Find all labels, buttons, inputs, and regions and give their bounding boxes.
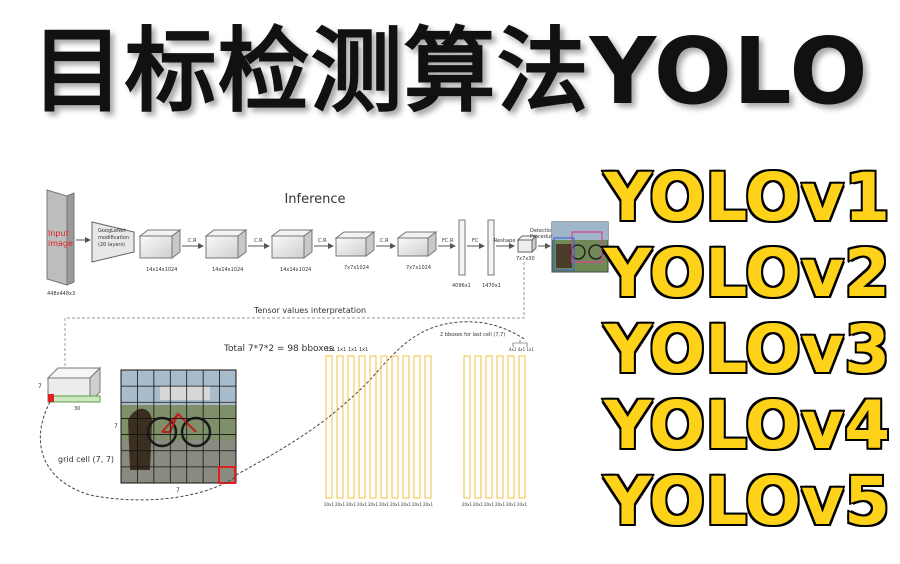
bbox-column-label: 20x1: [335, 502, 345, 507]
version-v1: YOLOv1: [602, 158, 891, 237]
bbox-column: [336, 355, 344, 499]
bbox-column: [358, 355, 366, 499]
col-top-label-4: 1x1: [359, 347, 368, 353]
version-v5: YOLOv5: [602, 462, 891, 541]
bbox-column: [485, 355, 493, 499]
block-size-3: 14x14x1024: [280, 267, 311, 273]
cr-label-1: C.R: [188, 238, 197, 244]
bbox-column-label: 20x1: [401, 502, 411, 507]
bbox-label: 2 bboxes for last cell (7,7): [440, 332, 505, 338]
bbox-column-label: 20x1: [423, 502, 433, 507]
inference-label: Inference: [284, 192, 345, 207]
cr-label-4: C.R: [380, 238, 389, 244]
bbox-column-label: 20x1: [506, 502, 516, 507]
bbox-column-label: 20x1: [390, 502, 400, 507]
grid-dim-left: 7: [114, 423, 118, 430]
bbox-column-label: 20x1: [484, 502, 494, 507]
bbox-column-label: 20x1: [324, 502, 334, 507]
output-tensor: 7x7x30: [516, 234, 538, 262]
tensor-cube: 7 30: [38, 366, 102, 412]
bbox-column: [507, 355, 515, 499]
bbox-column: [424, 355, 432, 499]
conv-block-4: 7x7x1024: [334, 231, 376, 271]
cr-label-2: C.R: [254, 238, 263, 244]
detection-output-image: [551, 221, 609, 273]
total-label: Total 7*7*2 = 98 bboxes: [223, 344, 334, 354]
fc-size-1: 4096x1: [452, 283, 471, 289]
versions-list: YOLOv1 YOLOv2 YOLOv3 YOLOv4 YOLOv5: [600, 158, 891, 541]
conv-block-1: 14x14x1024: [138, 229, 182, 273]
reshape-label: Reshape: [494, 238, 515, 244]
version-v4: YOLOv4: [602, 386, 891, 465]
conv-block-3: 14x14x1024: [270, 229, 314, 273]
bbox-columns-right: [463, 355, 526, 499]
bbox-column-label: 20x1: [412, 502, 422, 507]
block-size-4: 7x7x1024: [344, 265, 369, 271]
bbox-column: [518, 355, 526, 499]
detection-line2: Procedure: [530, 234, 555, 240]
bbox-column-label: 20x1: [495, 502, 505, 507]
bbox-columns-left: [325, 355, 432, 499]
fc-size-2: 1470x1: [482, 283, 501, 289]
version-v3: YOLOv3: [602, 310, 891, 389]
detection-line1: Detection: [530, 228, 554, 234]
input-label-line2: image: [48, 239, 73, 248]
cr-label-3: C.R: [318, 238, 327, 244]
bbox-column: [347, 355, 355, 499]
cube-dim: 7: [38, 383, 42, 390]
grid-image: 7 7: [114, 369, 237, 494]
googlenet-line2: modification: [98, 235, 129, 241]
grid-label: grid cell (7, 7): [58, 455, 114, 464]
grid-dim-bottom: 7: [176, 487, 180, 494]
bbox-column: [391, 355, 399, 499]
input-size: 448x448x3: [47, 291, 75, 297]
output-size: 7x7x30: [516, 256, 535, 262]
col-top-label-1: 1x1: [326, 347, 335, 353]
block-size-5: 7x7x1024: [406, 265, 431, 271]
bbox-column: [325, 355, 333, 499]
input-image-block: Input image 448x448x3: [46, 189, 75, 297]
bbox-column: [369, 355, 377, 499]
conv-block-5: 7x7x1024: [396, 231, 438, 271]
page-title: 目标检测算法YOLO: [31, 18, 869, 125]
fc-bar-1: [458, 219, 466, 276]
bbox-column-label: 20x1: [462, 502, 472, 507]
bbox-column: [380, 355, 388, 499]
googlenet-block: GoogLeNet modification (20 layers): [91, 221, 135, 263]
bbox-column: [463, 355, 471, 499]
bbox-column-label: 20x1: [346, 502, 356, 507]
block-size-2: 14x14x1024: [212, 267, 243, 273]
block-size-1: 14x14x1024: [146, 267, 177, 273]
bbox-column-label: 20x1: [357, 502, 367, 507]
cube-depth: 30: [74, 406, 80, 412]
fc-label: FC: [472, 238, 479, 244]
col-top-label-2: 1x1: [337, 347, 346, 353]
googlenet-line3: (20 layers): [98, 242, 125, 248]
col-top-label-3: 1x1: [348, 347, 357, 353]
right-top-labels: 4x1 4x1 1x1: [509, 347, 534, 352]
bbox-column-label: 20x1: [368, 502, 378, 507]
bbox-column: [402, 355, 410, 499]
googlenet-line1: GoogLeNet: [98, 228, 126, 234]
bbox-column: [474, 355, 482, 499]
version-v2: YOLOv2: [602, 234, 891, 313]
bbox-column-label: 20x1: [473, 502, 483, 507]
bbox-column-label: 20x1: [517, 502, 527, 507]
bbox-column: [496, 355, 504, 499]
tensor-label: Tensor values interpretation: [253, 306, 366, 315]
bbox-column-label: 20x1: [379, 502, 389, 507]
input-label-line1: Input: [48, 229, 69, 238]
conv-block-2: 14x14x1024: [204, 229, 248, 273]
bbox-column: [413, 355, 421, 499]
fc-bar-2: [487, 219, 495, 276]
fcr-label: FC.R: [442, 238, 454, 244]
